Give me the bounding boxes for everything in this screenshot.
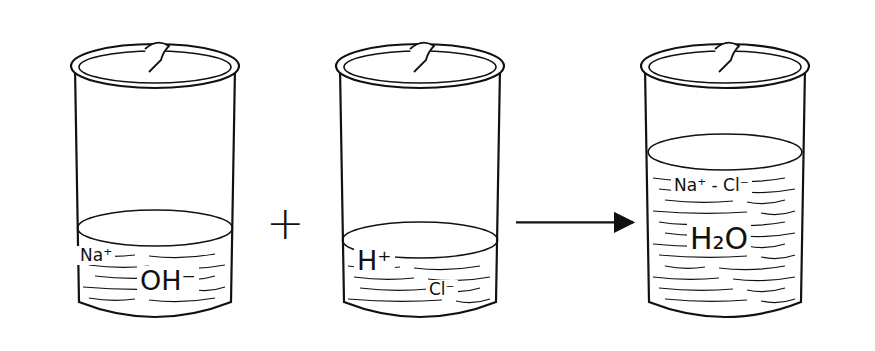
ion-formula: H₂O xyxy=(687,222,751,255)
ion-formula: Na⁺ xyxy=(77,246,115,265)
plus-sign: + xyxy=(266,196,305,250)
beaker: H⁺ Cl⁻ xyxy=(330,40,510,325)
ion-formula: H⁺ xyxy=(354,246,395,276)
beaker-body xyxy=(645,68,805,317)
beaker-spout xyxy=(145,43,169,72)
text-slot: OH⁻ xyxy=(137,266,199,296)
beaker-spout xyxy=(715,43,739,72)
liquid-hatch xyxy=(653,178,795,303)
beaker-body xyxy=(340,68,500,317)
text-slot: H₂O xyxy=(687,222,751,255)
beaker: Na⁺ - Cl⁻ H₂O xyxy=(635,40,815,325)
ion-formula: Cl⁻ xyxy=(426,280,458,299)
beaker-spout xyxy=(410,43,434,72)
ion-formula: OH⁻ xyxy=(137,266,199,296)
text-slot: Na⁺ - Cl⁻ xyxy=(671,176,752,195)
text-slot: Na⁺ xyxy=(77,246,115,265)
liquid-surface xyxy=(648,134,802,170)
text-slot: Cl⁻ xyxy=(426,280,458,299)
text-slot: H⁺ xyxy=(354,246,395,276)
beaker-outline xyxy=(330,40,510,325)
beaker: Na⁺ OH⁻ xyxy=(65,40,245,325)
beaker-body xyxy=(75,68,235,317)
liquid-surface xyxy=(78,210,233,246)
reaction-arrow xyxy=(516,221,633,223)
ion-formula: Na⁺ - Cl⁻ xyxy=(671,176,752,195)
